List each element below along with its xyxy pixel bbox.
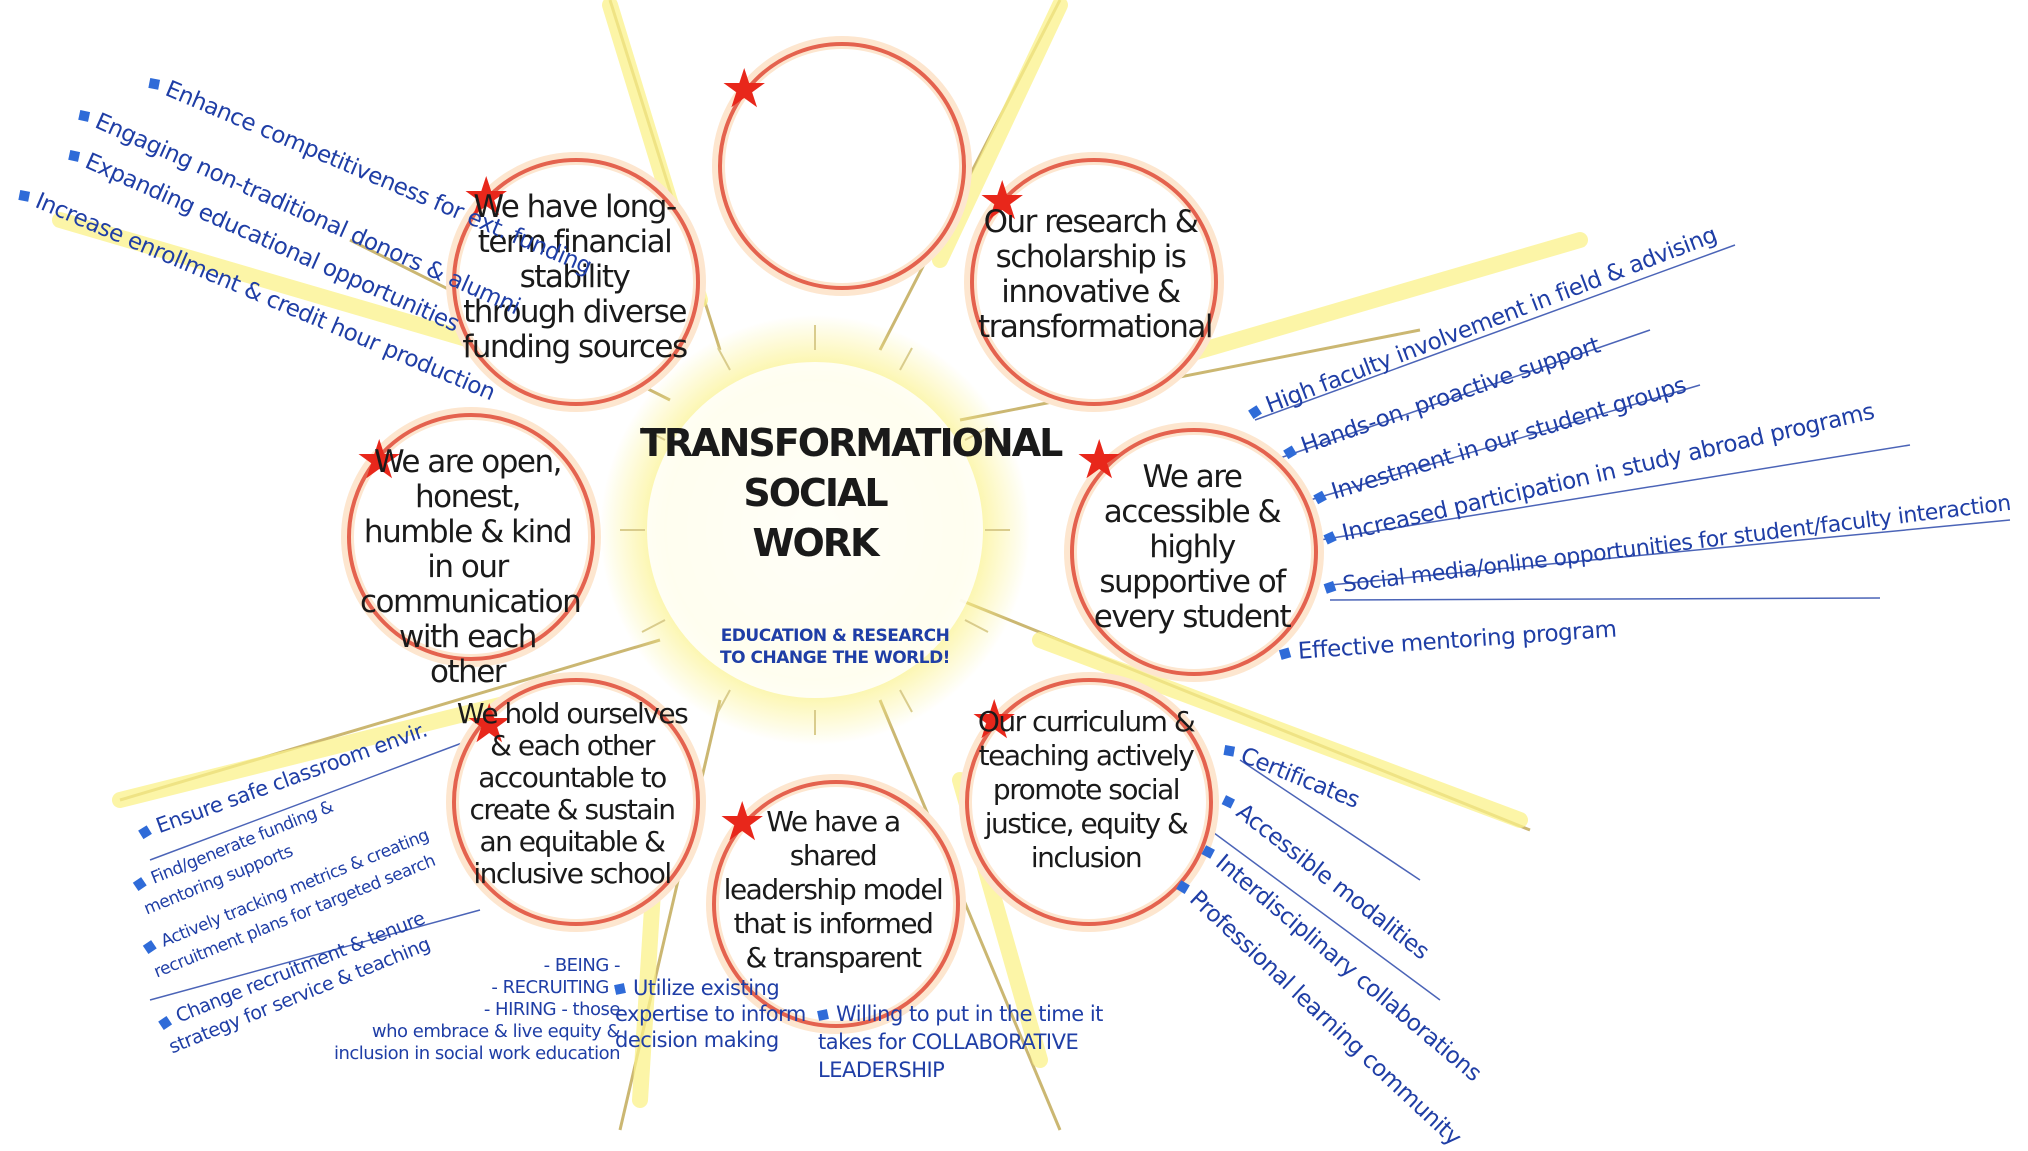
center-title-line-3: WORK <box>752 521 880 565</box>
blue-square-bullet-icon <box>68 149 81 162</box>
blue-square-bullet-icon <box>148 77 161 90</box>
blue-square-bullet-icon <box>1313 490 1327 504</box>
inner-rays <box>620 325 1010 735</box>
blue-square-bullet-icon <box>1201 844 1216 859</box>
circle-financial-text: We have long-term financial stability th… <box>462 189 688 365</box>
circle-open-text: We are open, honest, humble & kind in ou… <box>360 444 582 690</box>
circle-open <box>347 413 595 661</box>
star-icon: ★ <box>355 428 404 491</box>
blue-square-bullet-icon <box>1223 744 1236 757</box>
note-leadership-2: Willing to put in the time it takes for … <box>817 1002 1103 1082</box>
circle-accountable-text: We hold ourselves & each other accountab… <box>456 697 689 890</box>
star-icon: ★ <box>462 165 511 228</box>
circle-financial <box>452 158 700 406</box>
circle-research-text: Our research & scholarship is innovative… <box>978 204 1213 345</box>
blue-square-bullet-icon <box>1323 530 1337 545</box>
star-icon: ★ <box>978 169 1027 232</box>
circle-research <box>970 158 1218 406</box>
center-disc <box>647 362 983 698</box>
blue-square-bullet-icon <box>1323 581 1337 594</box>
star-icon: ★ <box>720 57 769 120</box>
star-icon: ★ <box>970 688 1019 751</box>
star-icon: ★ <box>1075 428 1124 491</box>
circle-top-empty <box>718 42 966 290</box>
note-underlines <box>149 244 2011 1001</box>
star-icon: ★ <box>718 790 767 853</box>
star-icon: ★ <box>465 692 514 755</box>
circle-accountable <box>452 678 700 926</box>
circle-leadership-text: We have a shared leadership model that i… <box>723 805 944 974</box>
circle-accessible <box>1070 428 1318 676</box>
blue-square-bullet-icon <box>78 109 91 122</box>
center-title-line-1: TRANSFORMATIONAL <box>640 421 1063 465</box>
blue-square-bullet-icon <box>1278 646 1292 660</box>
circle-accessible-text: We are accessible & highly supportive of… <box>1093 459 1292 635</box>
note-leadership-1: Utilize existing expertise to inform dec… <box>614 976 806 1052</box>
circle-curriculum <box>965 678 1213 926</box>
blue-square-bullet-icon <box>614 983 626 995</box>
blue-square-bullet-icon <box>817 1009 829 1021</box>
blue-square-bullet-icon <box>1221 794 1236 809</box>
center-title-line-2: SOCIAL <box>743 471 888 515</box>
center-subtitle: EDUCATION & RESEARCH TO CHANGE THE WORLD… <box>720 626 950 668</box>
note-being-recruiting-hiring: - BEING - - RECRUITING - - HIRING - thos… <box>333 955 621 1064</box>
blue-square-bullet-icon <box>18 189 31 202</box>
circle-leadership <box>712 780 960 1028</box>
circle-curriculum-text: Our curriculum & teaching actively promo… <box>977 705 1196 874</box>
